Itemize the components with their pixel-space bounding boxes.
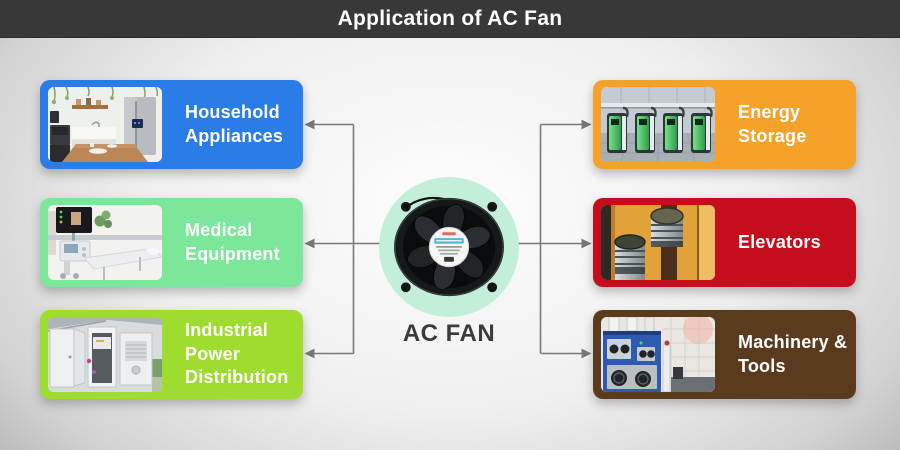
page-title: Application of AC Fan xyxy=(337,6,563,30)
app-card-label: Elevators xyxy=(738,231,821,252)
machinery-photo xyxy=(601,317,715,392)
app-card-industrial-power-distribution: Industrial Power Distribution xyxy=(40,310,303,399)
ac-fan-image xyxy=(394,196,504,297)
app-card-machinery-tools: Machinery & Tools xyxy=(593,310,856,399)
app-card-label: Household Appliances xyxy=(185,101,284,146)
app-card-elevators: Elevators xyxy=(593,198,856,287)
kitchen-photo xyxy=(48,87,162,162)
medical-equipment-photo xyxy=(48,205,162,280)
app-card-energy-storage: Energy Storage xyxy=(593,80,856,169)
elevators-photo xyxy=(601,205,715,280)
app-card-label: Industrial Power Distribution xyxy=(185,319,289,388)
app-card-label: Medical Equipment xyxy=(185,219,280,264)
charging-stations-photo xyxy=(601,87,715,162)
app-card-medical-equipment: Medical Equipment xyxy=(40,198,303,287)
app-card-household-appliances: Household Appliances xyxy=(40,80,303,169)
center-label: AC FAN xyxy=(402,320,496,347)
arrowheads xyxy=(304,119,592,359)
connector-lines xyxy=(314,123,582,355)
title-bar: Application of AC Fan xyxy=(0,0,900,38)
app-card-label: Energy Storage xyxy=(738,101,807,146)
app-card-label: Machinery & Tools xyxy=(738,331,848,376)
power-cabinets-photo xyxy=(48,317,162,392)
center-circle xyxy=(379,177,519,317)
